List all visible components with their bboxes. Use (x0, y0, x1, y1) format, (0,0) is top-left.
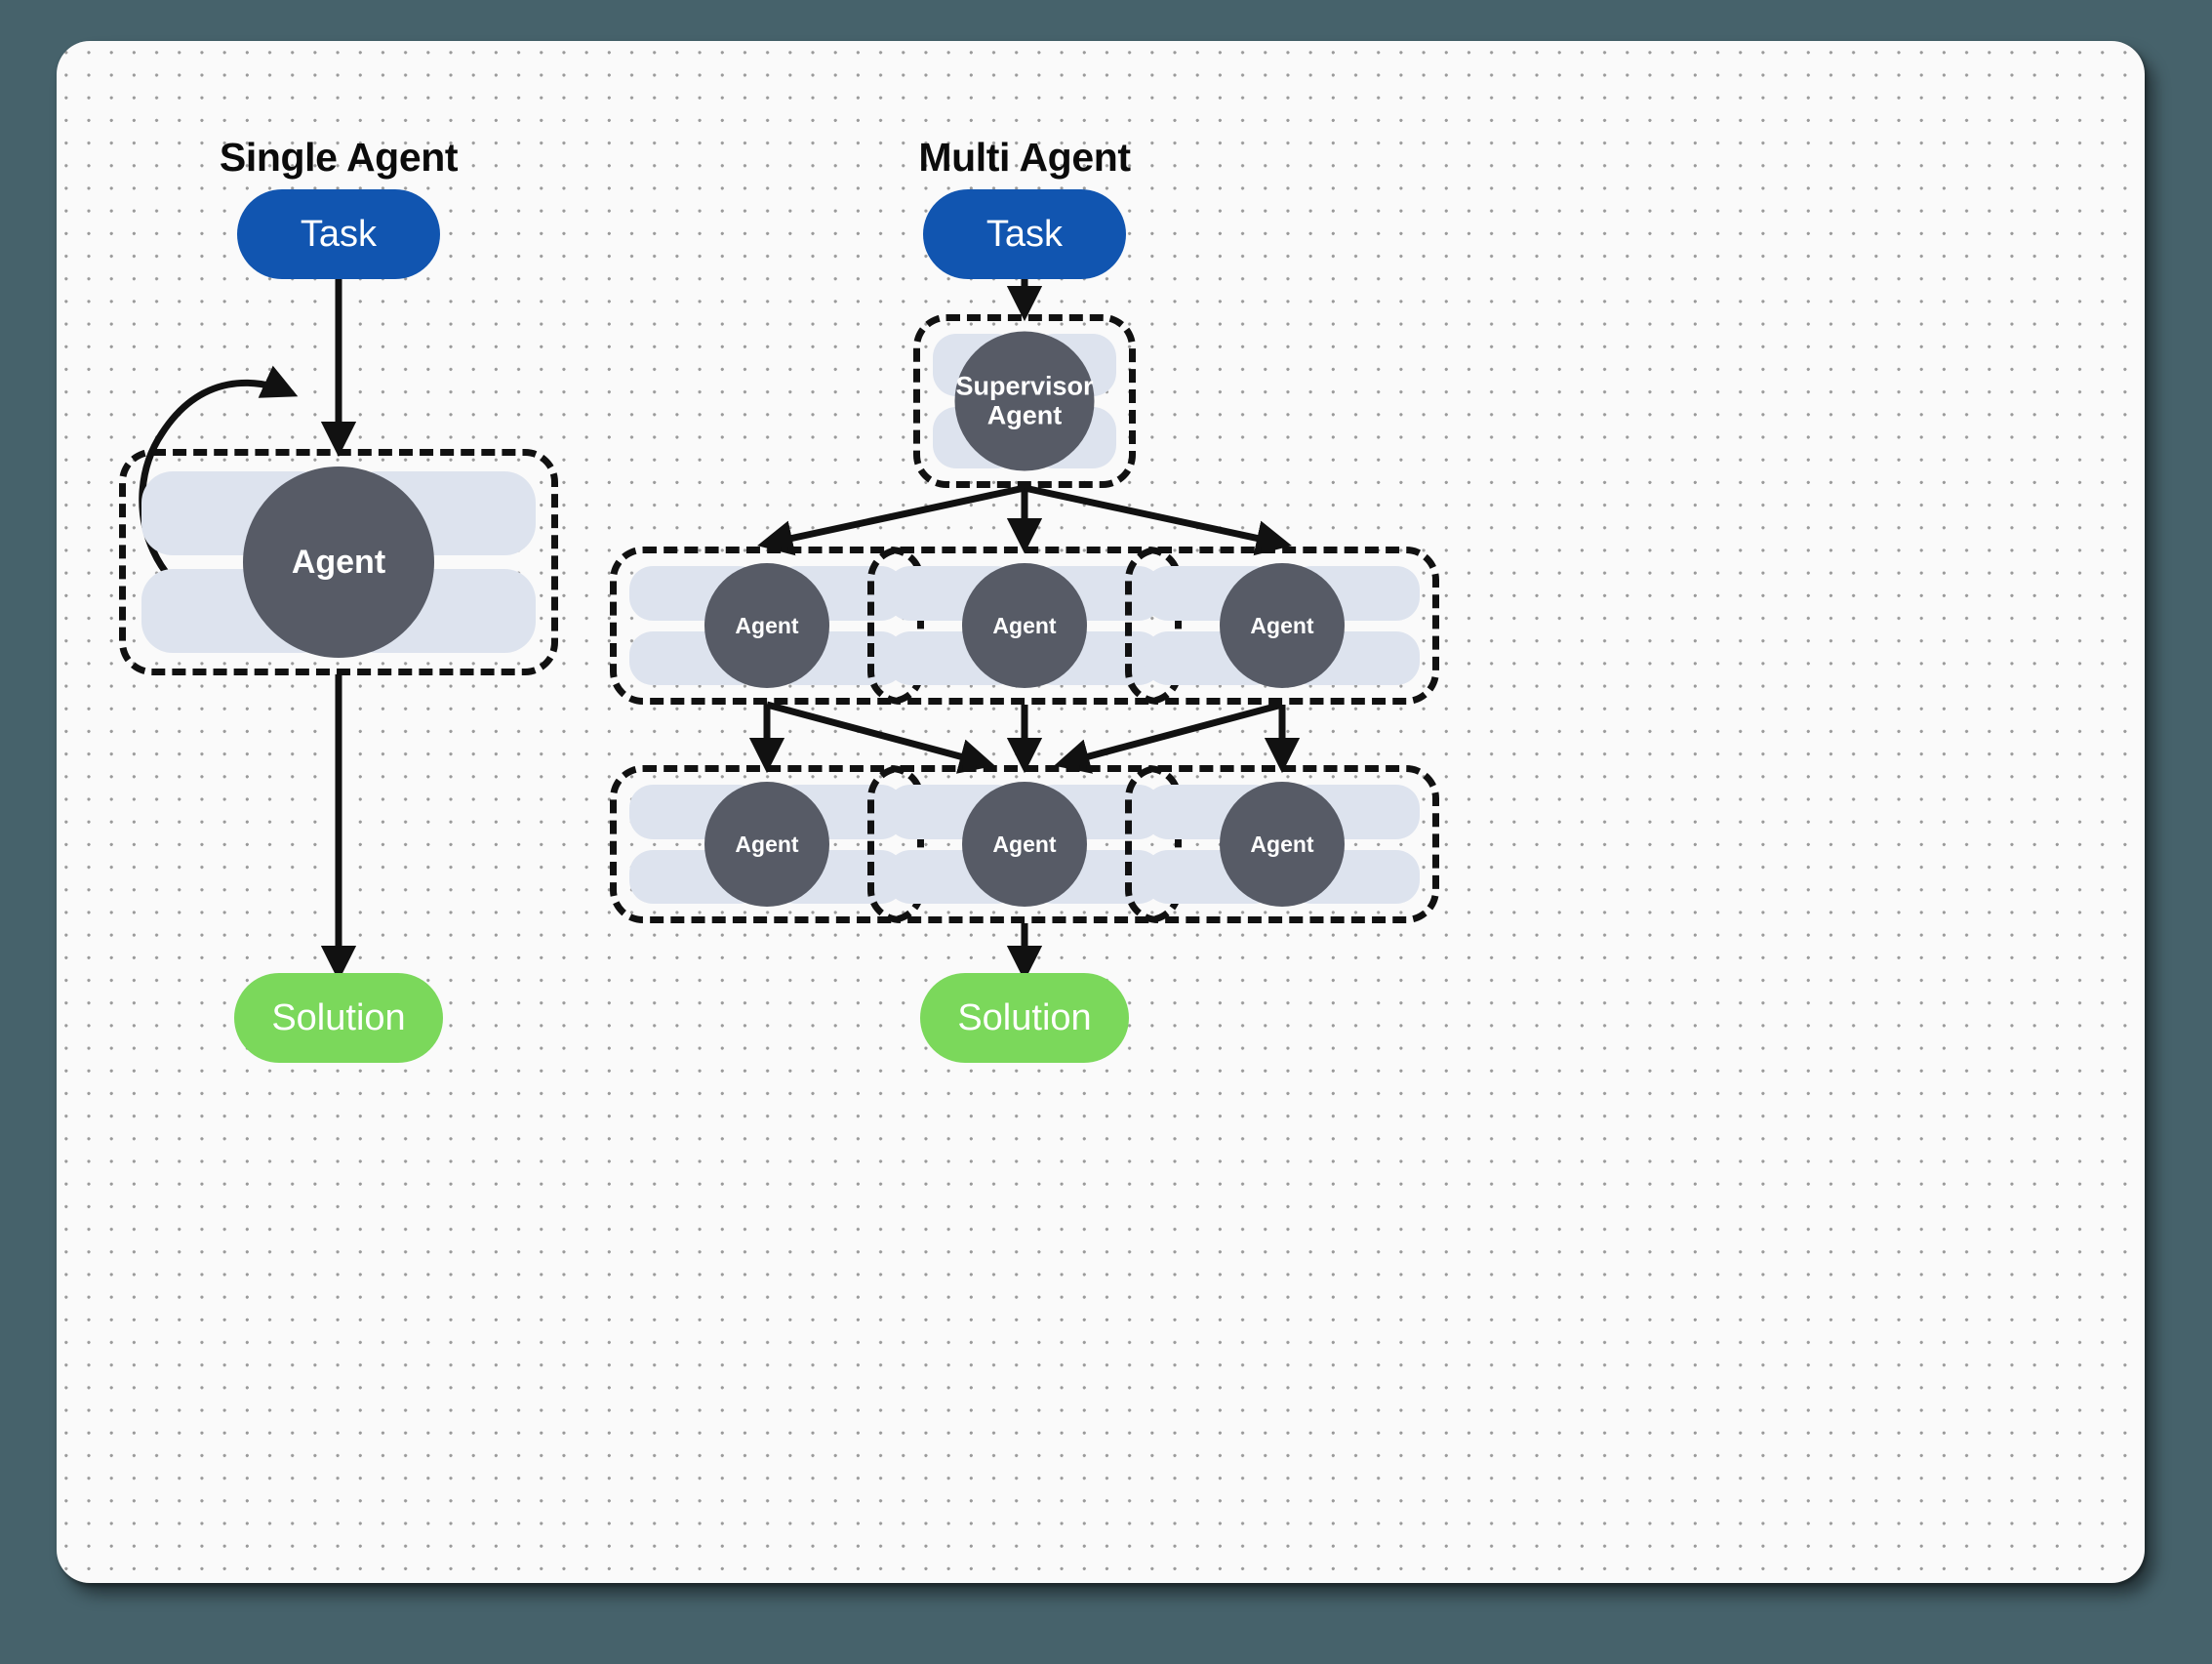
agent-unit-row2-1[interactable]: Agent (610, 765, 924, 923)
solution-node-single[interactable]: Solution (234, 973, 443, 1063)
section-title-single-agent: Single Agent (219, 135, 459, 180)
agent-unit-row1-1[interactable]: Agent (610, 547, 924, 705)
agent-unit-row1-2[interactable]: Agent (867, 547, 1182, 705)
task-node-single[interactable]: Task (237, 189, 440, 279)
agent-unit-row2-2[interactable]: Agent (867, 765, 1182, 923)
arrow-supervisor-to-agent-1 (757, 484, 1026, 556)
supervisor-core-label-line1: Supervisor (955, 371, 1094, 401)
task-node-multi[interactable]: Task (923, 189, 1126, 279)
diagram-canvas: Single Agent Task Agent Solution Multi A… (57, 41, 2145, 1583)
arrow-supervisor-to-agent-3 (1024, 484, 1292, 556)
supervisor-core: Supervisor Agent (954, 331, 1095, 471)
supervisor-core-label-line2: Agent (986, 400, 1063, 429)
section-title-multi-agent: Multi Agent (918, 135, 1131, 180)
agent-core-label: Agent (962, 782, 1087, 907)
agent-core-label: Agent (1220, 563, 1345, 688)
arrow-agent-3-to-center (1054, 701, 1283, 774)
agent-core-label: Agent (962, 563, 1087, 688)
arrow-agent-1-to-center (766, 701, 995, 774)
agent-unit-row1-3[interactable]: Agent (1125, 547, 1439, 705)
agent-core-label: Agent (704, 563, 829, 688)
agent-unit-single[interactable]: Agent (119, 449, 558, 675)
solution-node-multi[interactable]: Solution (920, 973, 1129, 1063)
agent-core-label: Agent (1220, 782, 1345, 907)
agent-unit-row2-3[interactable]: Agent (1125, 765, 1439, 923)
supervisor-agent-unit[interactable]: Supervisor Agent (913, 314, 1136, 488)
agent-core-label: Agent (704, 782, 829, 907)
agent-core-label: Agent (243, 467, 434, 658)
